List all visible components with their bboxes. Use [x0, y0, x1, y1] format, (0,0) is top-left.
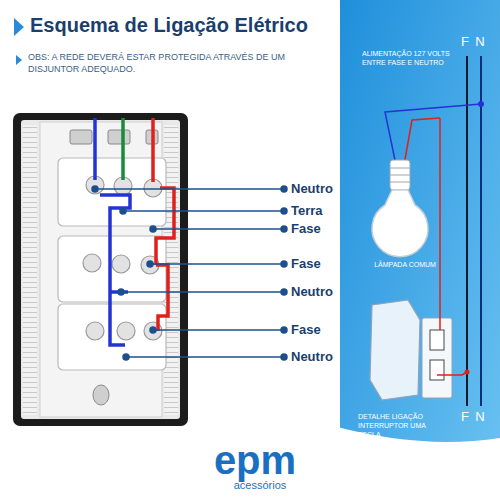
wire-label: Neutro: [291, 181, 371, 198]
note: OBS: A REDE DEVERÁ ESTAR PROTEGIDA ATRAV…: [28, 52, 328, 75]
wire-label: Fase: [291, 322, 371, 339]
title: Esquema de Ligação Elétrico: [30, 13, 308, 37]
logo-mark: epm: [200, 440, 310, 480]
white-curve: [330, 425, 500, 500]
blue-panel: [340, 0, 500, 500]
phase-mark: F: [459, 409, 471, 426]
title-bullet: [14, 18, 24, 36]
neutral-mark: N: [474, 409, 486, 426]
phase-mark: F: [459, 34, 471, 51]
outlet-plate: [13, 113, 188, 426]
note-bullet: [16, 55, 22, 65]
wire-label: Fase: [291, 221, 371, 238]
outlet-wires: [95, 118, 174, 345]
logo-text: acessórios: [215, 478, 305, 492]
wire-label: Neutro: [291, 349, 371, 366]
supply-note: ALIMENTAÇÃO 127 VOLTS ENTRE FASE E NEUTR…: [362, 49, 462, 67]
lamp-drawing: [372, 101, 484, 300]
switch-drawing: [370, 300, 470, 400]
supply-lines: [467, 56, 481, 406]
lamp-caption: LÂMPADA COMUM: [365, 260, 445, 269]
switch-caption: DETALHE LIGAÇÃO INTERRUPTOR UMA TECLA: [358, 412, 448, 439]
wire-label: Neutro: [291, 284, 371, 301]
leader-lines: [92, 186, 287, 360]
neutral-mark: N: [474, 34, 486, 51]
wire-label: Fase: [291, 256, 371, 273]
wire-label: Terra: [291, 203, 371, 220]
